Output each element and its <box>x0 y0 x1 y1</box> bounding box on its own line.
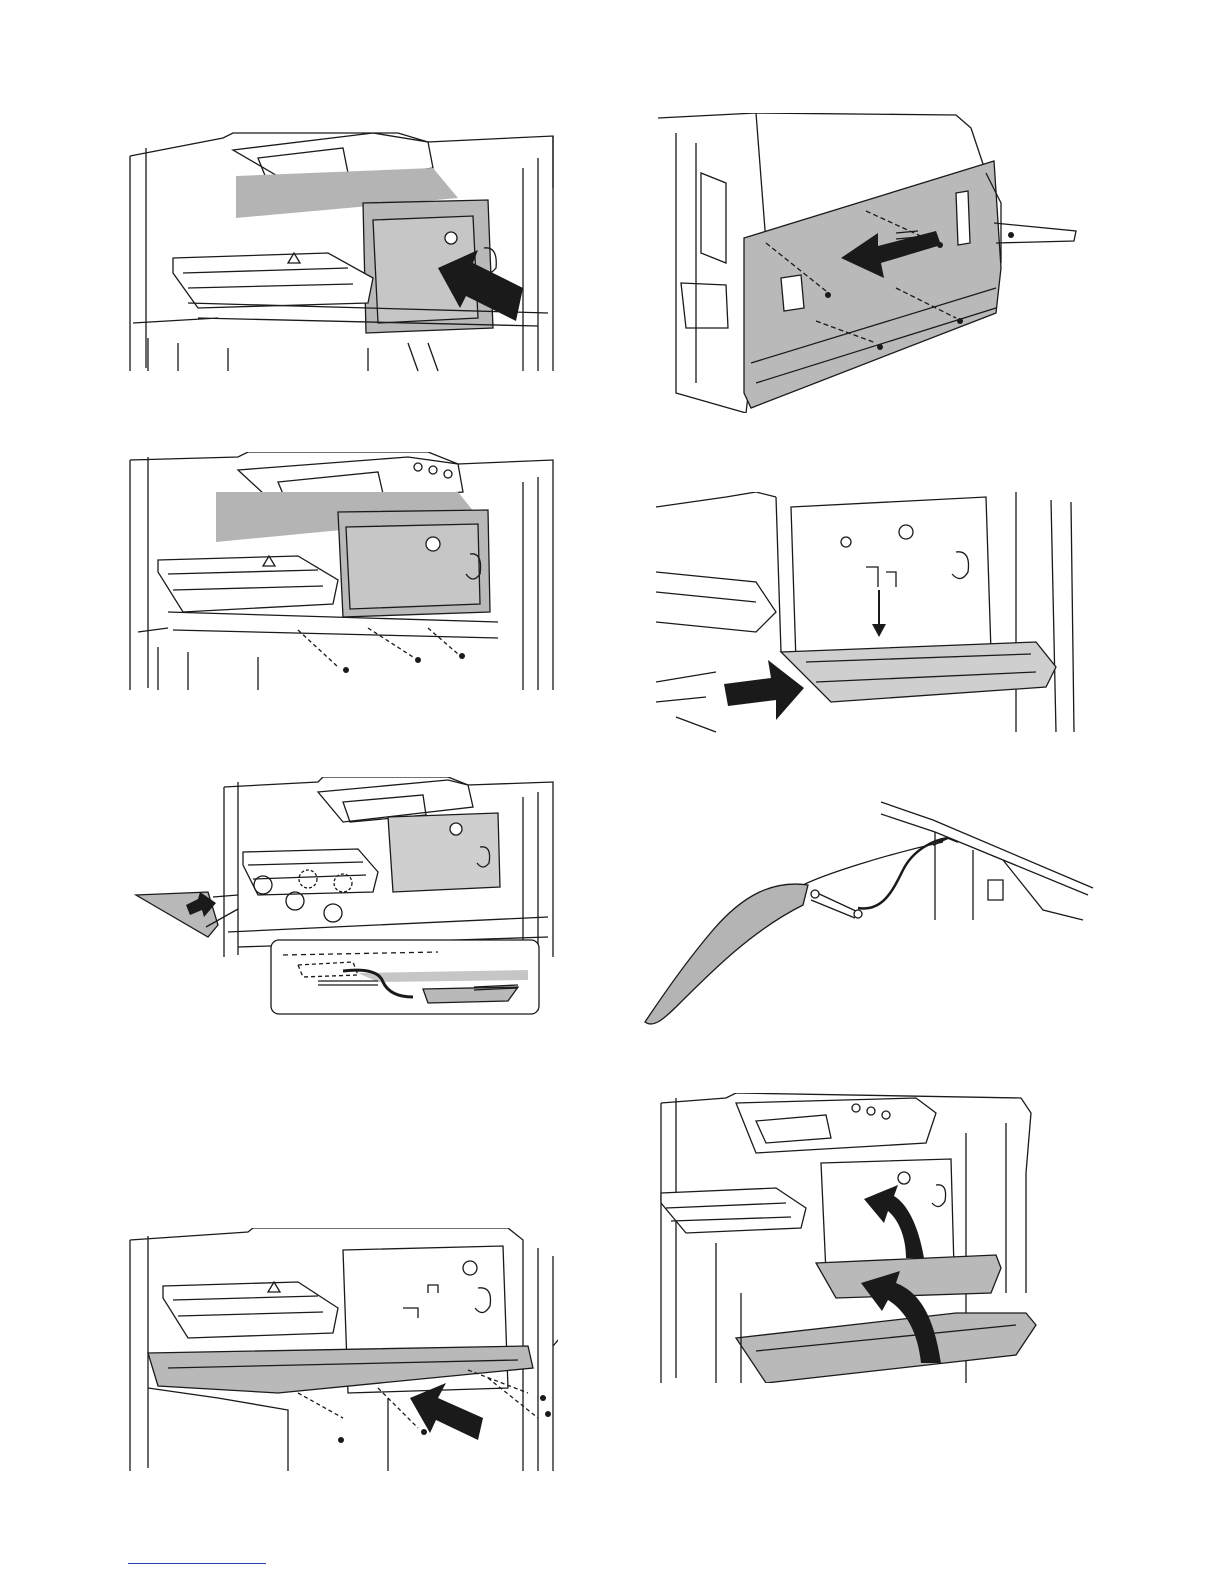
footer-rule <box>128 1563 266 1564</box>
figure-2-finisher-screws <box>128 452 558 692</box>
push-arrow-icon <box>410 1383 483 1440</box>
push-arrow-icon <box>724 660 804 720</box>
figure-3-exit-tray-attach <box>128 777 560 1017</box>
figure-4-lower-cover-fasten <box>128 1228 558 1473</box>
figure-1-finisher-insert <box>128 128 558 373</box>
figure-5-side-cover-attach <box>656 113 1081 413</box>
figure-8-covers-closed <box>656 1093 1081 1383</box>
figure-6-front-tray-attach <box>656 492 1081 734</box>
screw-icon <box>343 653 465 673</box>
figure-7-connector-harness <box>643 800 1098 1030</box>
